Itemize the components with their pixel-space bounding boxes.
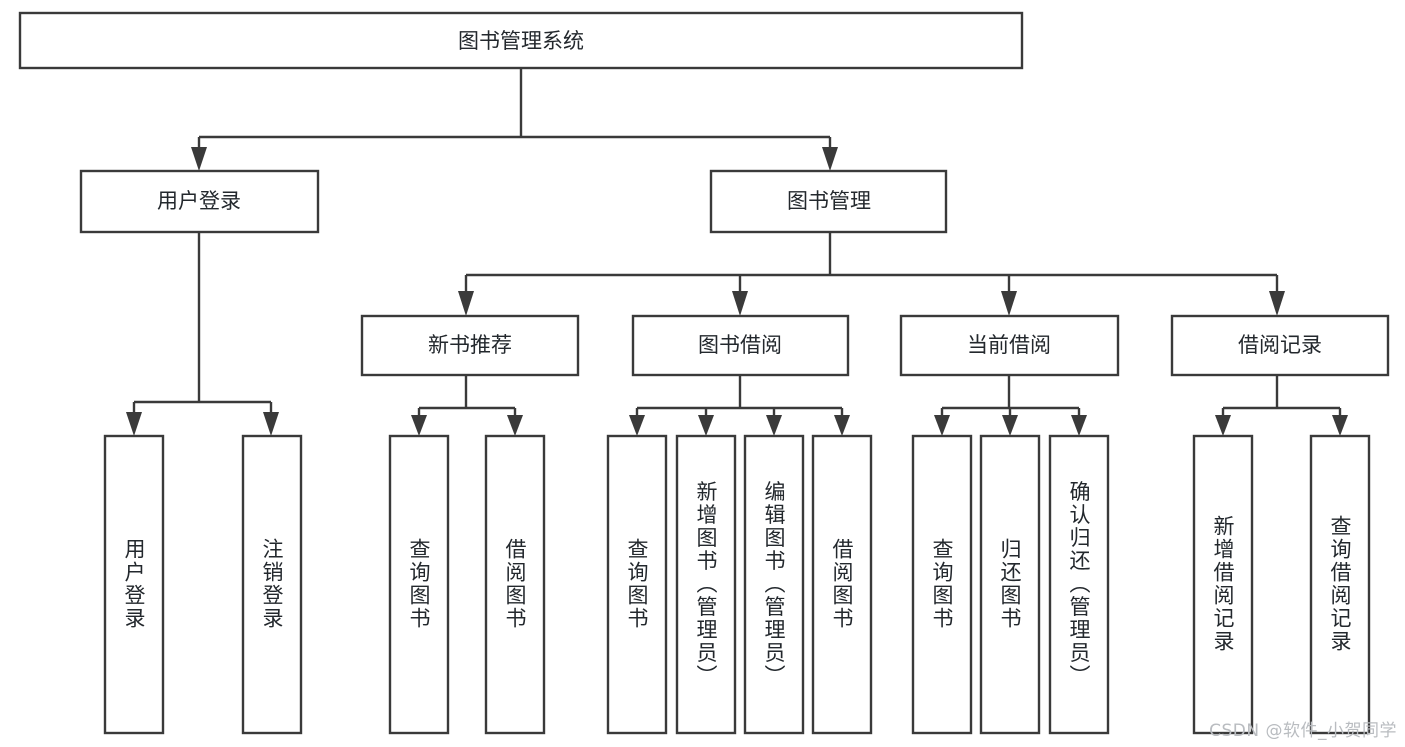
node-leaf-query-record-label: 查询借阅记录 [1328,515,1352,653]
node-borrow-record-box[interactable] [1170,314,1390,377]
node-book-borrow[interactable]: 图书借阅 [631,314,850,377]
node-leaf-query-book-3-box[interactable] [911,434,973,735]
node-leaf-query-book-2-box[interactable] [606,434,668,735]
node-book-management-label: 图书管理 [787,189,871,213]
arrow-head-book-management [822,147,838,171]
node-leaf-query-book-3[interactable]: 查询图书 [911,434,973,735]
node-leaf-query-book-2[interactable]: 查询图书 [606,434,668,735]
node-leaf-return-book-box[interactable] [979,434,1041,735]
node-leaf-borrow-book-1-box[interactable] [484,434,546,735]
arrow-head-leaf-borrow-book-1 [507,415,523,436]
node-leaf-borrow-book-2-box[interactable] [811,434,873,735]
node-leaf-edit-book-label: 编辑图书（管理员） [762,481,786,688]
node-leaf-add-record-label: 新增借阅记录 [1211,515,1235,653]
node-leaf-borrow-book-2[interactable]: 借阅图书 [811,434,873,735]
arrow-head-leaf-confirm-return [1071,415,1087,436]
node-leaf-edit-book[interactable]: 编辑图书（管理员） [743,434,805,735]
node-new-book-recommend-box[interactable] [360,314,580,377]
connector-group-book-management [458,232,1285,316]
arrow-head-borrow-record [1269,291,1285,316]
node-book-borrow-label: 图书借阅 [698,333,782,357]
arrow-head-leaf-edit-book [766,415,782,436]
arrow-head-current-borrow [1001,291,1017,316]
arrow-head-leaf-logout-login [263,412,279,436]
arrow-head-leaf-query-book-2 [629,415,645,436]
node-leaf-query-book-1-box[interactable] [388,434,450,735]
node-leaf-logout-login-label: 注销登录 [260,538,284,630]
node-new-book-recommend[interactable]: 新书推荐 [360,314,580,377]
node-leaf-return-book[interactable]: 归还图书 [979,434,1041,735]
arrow-head-leaf-borrow-book-2 [834,415,850,436]
node-leaf-user-login-box[interactable] [103,434,165,735]
arrow-head-leaf-add-record [1215,415,1231,436]
node-leaf-confirm-return-box[interactable] [1048,434,1110,735]
arrow-head-leaf-query-book-3 [934,415,950,436]
node-leaf-query-book-1-label: 查询图书 [407,538,431,630]
node-current-borrow-label: 当前借阅 [967,333,1051,357]
node-leaf-query-book-1[interactable]: 查询图书 [388,434,450,735]
node-root-label: 图书管理系统 [458,29,584,53]
node-leaf-query-book-3-label: 查询图书 [930,538,954,630]
node-leaf-query-record[interactable]: 查询借阅记录 [1309,434,1371,735]
node-leaf-query-record-box[interactable] [1309,434,1371,735]
node-borrow-record-label: 借阅记录 [1238,333,1322,357]
connector-group-root [191,68,838,171]
node-book-borrow-box[interactable] [631,314,850,377]
connector-group-borrow-record [1215,375,1348,436]
node-leaf-add-record[interactable]: 新增借阅记录 [1192,434,1254,735]
node-leaf-borrow-book-2-label: 借阅图书 [830,538,854,630]
node-root[interactable]: 图书管理系统 [18,11,1024,70]
node-leaf-add-record-box[interactable] [1192,434,1254,735]
node-leaf-borrow-book-1-label: 借阅图书 [503,538,527,630]
node-leaf-add-book[interactable]: 新增图书（管理员） [675,434,737,735]
arrow-head-leaf-user-login [126,412,142,436]
node-leaf-confirm-return-label: 确认归还（管理员） [1067,481,1091,688]
node-leaf-edit-book-box[interactable] [743,434,805,735]
node-current-borrow-box[interactable] [899,314,1120,377]
node-leaf-logout-login-box[interactable] [241,434,303,735]
connector-group-user-login [126,232,279,436]
node-borrow-record[interactable]: 借阅记录 [1170,314,1390,377]
node-leaf-user-login-label: 用户登录 [122,538,146,630]
connector-group-current-borrow [934,375,1087,436]
node-book-management[interactable]: 图书管理 [709,169,948,234]
arrow-head-leaf-add-book [698,415,714,436]
node-new-book-recommend-label: 新书推荐 [428,333,512,357]
node-user-login-box[interactable] [79,169,320,234]
node-leaf-logout-login[interactable]: 注销登录 [241,434,303,735]
node-current-borrow[interactable]: 当前借阅 [899,314,1120,377]
arrow-head-leaf-return-book [1002,415,1018,436]
connector-group-new-book-recommend [411,375,523,436]
node-leaf-query-book-2-label: 查询图书 [625,538,649,630]
node-leaf-add-book-label: 新增图书（管理员） [694,481,718,688]
node-leaf-add-book-box[interactable] [675,434,737,735]
node-book-management-box[interactable] [709,169,948,234]
node-leaf-user-login[interactable]: 用户登录 [103,434,165,735]
node-leaf-return-book-label: 归还图书 [998,538,1022,630]
csdn-watermark: CSDN @软件_小贺同学 [1209,721,1397,741]
arrow-head-leaf-query-record [1332,415,1348,436]
node-user-login-label: 用户登录 [157,189,241,213]
arrow-head-user-login [191,147,207,171]
node-leaf-borrow-book-1[interactable]: 借阅图书 [484,434,546,735]
arrow-head-new-book-recommend [458,291,474,316]
arrow-head-leaf-query-book-1 [411,415,427,436]
arrow-head-book-borrow [732,291,748,316]
node-root-box[interactable] [18,11,1024,70]
node-user-login[interactable]: 用户登录 [79,169,320,234]
connector-group-book-borrow [629,375,850,436]
node-leaf-confirm-return[interactable]: 确认归还（管理员） [1048,434,1110,735]
